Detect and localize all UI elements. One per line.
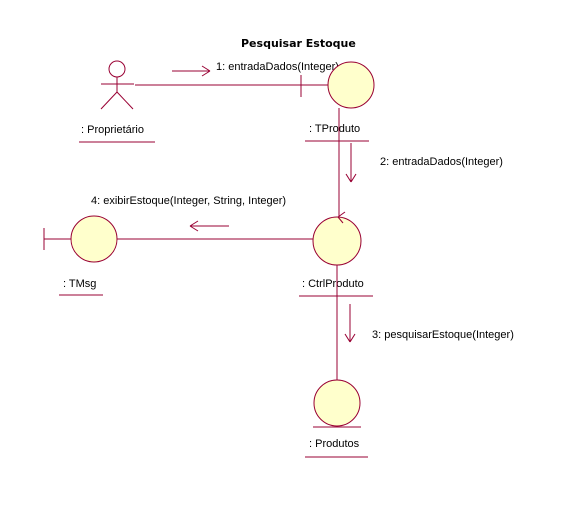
diagram-title: Pesquisar Estoque [241, 37, 356, 50]
object-tproduto[interactable] [327, 61, 375, 109]
ctrlproduto-label: : CtrlProduto [302, 278, 364, 290]
message-1-arrow [172, 65, 211, 77]
actor-proprietario[interactable] [100, 60, 134, 110]
actor-right-leg [116, 91, 134, 110]
tmsg-label: : TMsg [63, 278, 96, 290]
message-4-arrow [189, 220, 229, 232]
object-tmsg[interactable] [70, 215, 118, 263]
object-ctrlproduto[interactable] [312, 216, 362, 266]
message-3-label: 3: pesquisarEstoque(Integer) [372, 329, 514, 341]
message-3-arrow [344, 304, 356, 343]
actor-head [108, 60, 126, 78]
produtos-label: : Produtos [309, 438, 360, 450]
actor-left-leg [100, 91, 118, 110]
message-2-arrow [345, 143, 357, 183]
message-4-label: 4: exibirEstoque(Integer, String, Intege… [91, 195, 286, 207]
message-1-label: 1: entradaDados(Integer) [216, 61, 339, 73]
object-produtos[interactable] [313, 379, 361, 427]
message-2-label: 2: entradaDados(Integer) [380, 156, 503, 168]
tproduto-label: : TProduto [309, 123, 360, 135]
control-arrow-head [337, 211, 346, 224]
actor-label: : Proprietário [81, 124, 144, 136]
